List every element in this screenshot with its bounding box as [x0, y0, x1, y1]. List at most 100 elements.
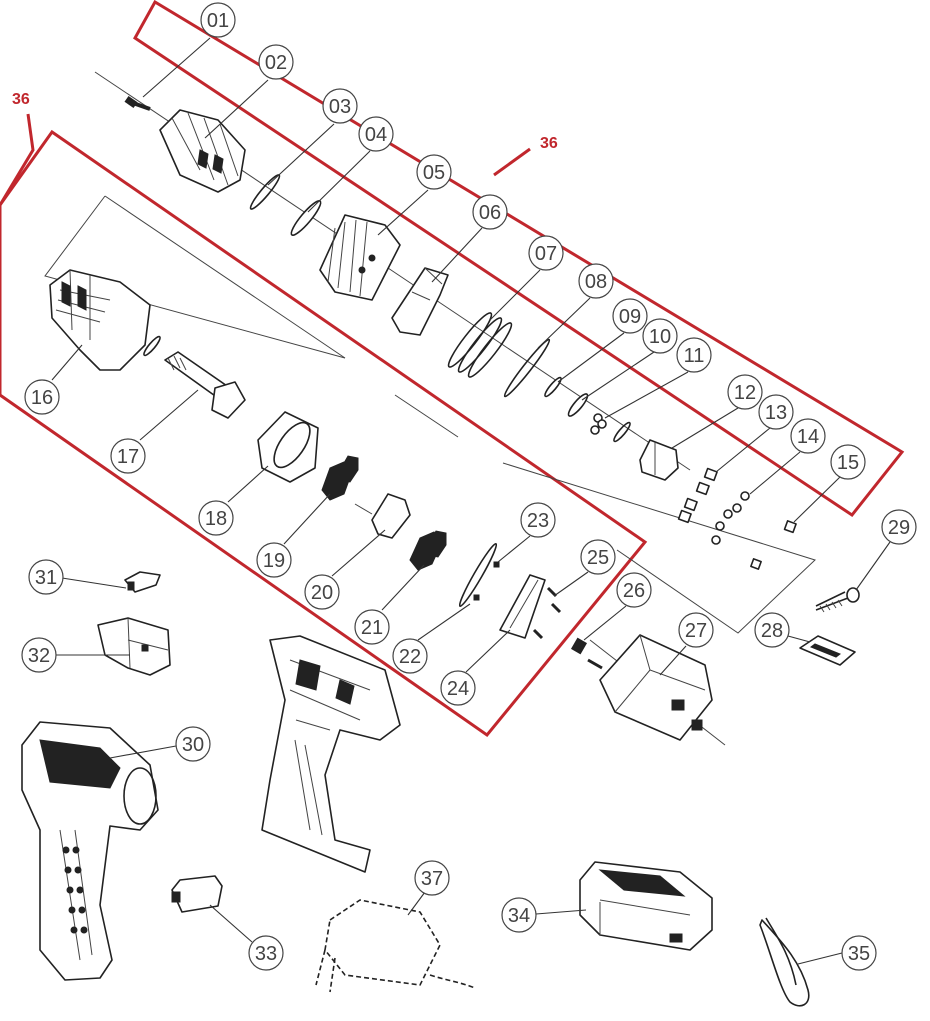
part-small-blocks-13	[677, 467, 718, 524]
svg-text:18: 18	[205, 508, 227, 530]
callout-03: 03	[267, 88, 358, 186]
svg-text:33: 33	[255, 943, 277, 965]
callout-19: 19	[256, 493, 331, 578]
part-screw-29	[815, 587, 860, 613]
svg-text:02: 02	[265, 52, 287, 74]
part-label-28	[799, 635, 856, 666]
callout-32: 32	[21, 637, 130, 673]
part-lever-31	[124, 571, 161, 593]
part-planet-carrier-20	[354, 493, 411, 539]
svg-text:10: 10	[649, 326, 671, 348]
callout-35: 35	[797, 935, 877, 971]
part-ring-10	[567, 393, 589, 417]
svg-text:27: 27	[685, 620, 707, 642]
callout-16: 16	[24, 344, 83, 415]
callout-24: 24	[440, 629, 511, 706]
part-ball-ring-11	[590, 413, 631, 443]
svg-text:26: 26	[623, 580, 645, 602]
part-module-33	[171, 875, 223, 913]
part-washer-04	[290, 200, 322, 236]
part-strap-35	[759, 917, 810, 1007]
svg-text:01: 01	[207, 10, 229, 32]
callout-08: 08	[537, 263, 614, 349]
svg-text:08: 08	[585, 271, 607, 293]
svg-text:37: 37	[421, 868, 443, 890]
part-washer-03	[249, 174, 281, 210]
svg-text:13: 13	[765, 402, 787, 424]
part-balls-14	[711, 491, 750, 545]
svg-text:15: 15	[837, 452, 859, 474]
part-planet-gears-19	[321, 455, 359, 501]
svg-text:05: 05	[423, 162, 445, 184]
svg-text:07: 07	[535, 243, 557, 265]
part-housing-right	[261, 635, 401, 873]
callout-34: 34	[501, 897, 587, 933]
callout-18: 18	[198, 465, 269, 536]
callout-22: 22	[392, 603, 471, 674]
part-switch-32	[97, 617, 171, 676]
part-torque-ring-05	[319, 214, 401, 301]
callout-01: 01	[142, 2, 236, 98]
callout-05: 05	[377, 154, 452, 236]
group-label-leaders	[0, 113, 531, 206]
svg-text:30: 30	[182, 734, 204, 756]
svg-text:21: 21	[361, 617, 383, 639]
callout-27: 27	[659, 612, 714, 676]
part-gear-cap-06	[391, 267, 449, 336]
svg-text:31: 31	[35, 567, 57, 589]
part-spindle-17	[164, 351, 246, 419]
svg-text:22: 22	[399, 646, 421, 668]
svg-text:14: 14	[797, 426, 819, 448]
svg-text:17: 17	[117, 446, 139, 468]
svg-text:20: 20	[311, 582, 333, 604]
part-chuck-02	[159, 109, 246, 193]
part-pinion-26	[570, 637, 588, 655]
part-spring-07	[447, 312, 513, 378]
part-ring-09	[544, 376, 562, 398]
callout-14: 14	[749, 418, 826, 495]
callout-11: 11	[604, 337, 712, 419]
callout-10: 10	[581, 318, 678, 401]
callout-04: 04	[307, 116, 394, 213]
svg-text:06: 06	[479, 202, 501, 224]
callout-26: 26	[583, 572, 652, 641]
callout-06: 06	[431, 194, 508, 283]
callout-28: 28	[754, 612, 811, 648]
part-battery-34	[579, 861, 713, 951]
svg-text:09: 09	[619, 306, 641, 328]
svg-text:16: 16	[31, 387, 53, 409]
callout-33: 33	[209, 904, 284, 971]
svg-text:19: 19	[263, 550, 285, 572]
part-motor-plate-24	[499, 574, 546, 639]
svg-text:23: 23	[527, 510, 549, 532]
callout-23: 23	[497, 502, 556, 563]
svg-text:25: 25	[587, 547, 609, 569]
callout-12: 12	[671, 374, 763, 449]
callout-07: 07	[489, 235, 564, 321]
svg-text:11: 11	[684, 345, 705, 367]
group-outline-upper	[133, 0, 905, 518]
part-planet-gears-21	[409, 530, 447, 571]
callout-31: 31	[28, 559, 127, 595]
callout-20: 20	[304, 529, 386, 610]
part-pin-15	[750, 520, 797, 570]
group-label-left: 36	[12, 91, 30, 108]
part-housing-left-30	[21, 721, 159, 981]
part-motor-27	[587, 634, 713, 741]
callout-17: 17	[110, 389, 199, 474]
callout-25: 25	[553, 539, 616, 597]
callout-13: 13	[715, 394, 794, 473]
svg-text:28: 28	[761, 620, 783, 642]
svg-text:29: 29	[888, 517, 910, 539]
part-washer-08	[503, 338, 551, 398]
svg-text:32: 32	[28, 645, 50, 667]
callout-15: 15	[793, 444, 866, 523]
callout-37: 37	[407, 860, 450, 916]
callout-02: 02	[204, 44, 294, 139]
callout-30: 30	[109, 726, 211, 762]
group-label-right: 36	[540, 135, 558, 152]
part-sleeve-12	[639, 439, 679, 481]
part-charger-37	[315, 899, 476, 993]
svg-text:35: 35	[848, 943, 870, 965]
